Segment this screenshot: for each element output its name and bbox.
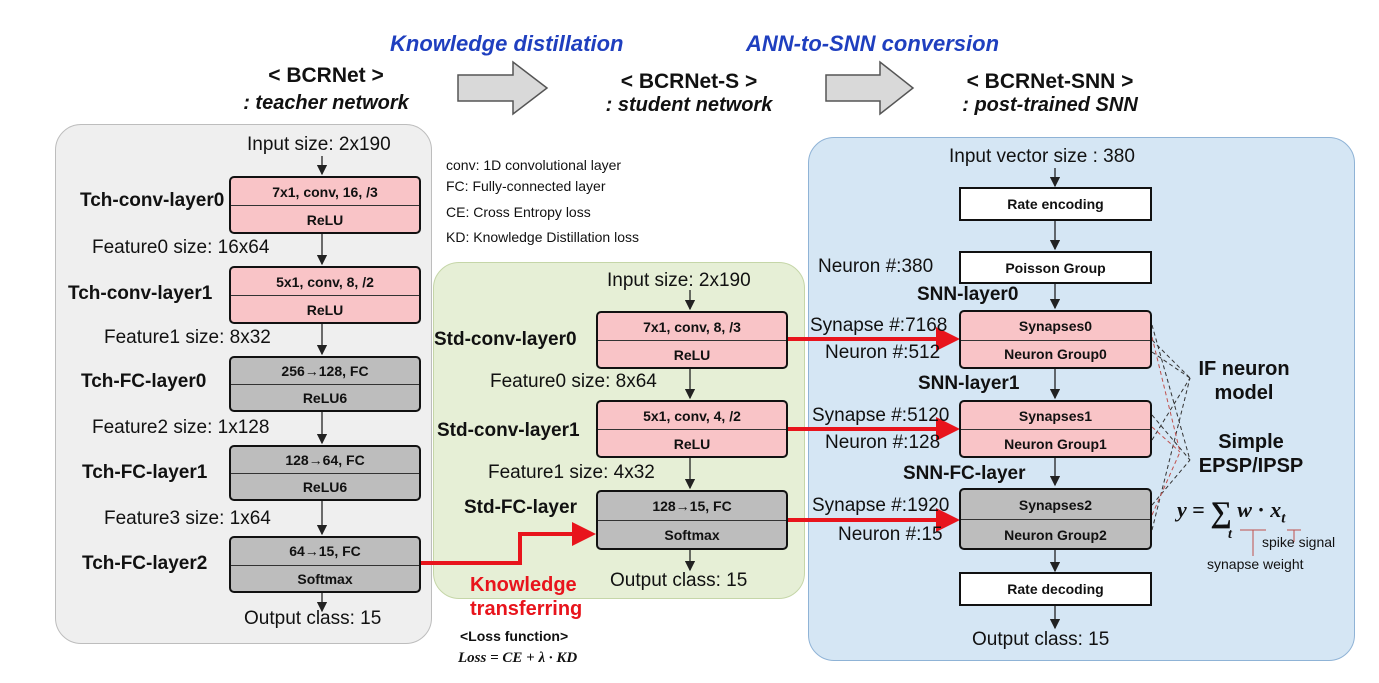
- legend-item: KD: Knowledge Distillation loss: [446, 229, 639, 245]
- loss-formula: Loss = CE + λ · KD: [458, 650, 578, 666]
- poisson-neuron-count: Neuron #:380: [818, 256, 934, 277]
- spike-signal-label: spike signal: [1262, 534, 1336, 550]
- neuron-count: Neuron #:512: [825, 342, 941, 363]
- snn-net-name: < BCRNet-SNN >: [966, 70, 1134, 93]
- synapse-count: Synapse #:7168: [810, 315, 948, 336]
- snn-input-size: Input vector size : 380: [949, 146, 1135, 167]
- conversion-block-arrow: [825, 60, 915, 116]
- loss-function-label: <Loss function>: [460, 628, 569, 644]
- teacher-layer-name: Tch-FC-layer0: [81, 371, 207, 392]
- snn-net-subtitle: : post-trained SNN: [962, 94, 1138, 116]
- teacher-input-size: Input size: 2x190: [247, 134, 391, 155]
- synapse-count: Synapse #:5120: [812, 405, 950, 426]
- knowledge-transferring-label: Knowledge transferring: [470, 574, 583, 620]
- snn-layer-name: SNN-layer1: [918, 373, 1020, 394]
- synapse-weight-label: synapse weight: [1207, 556, 1304, 572]
- kd-block-arrow: [457, 60, 549, 116]
- student-layer-name: Std-FC-layer: [464, 497, 577, 518]
- rate-decoding-box: Rate decoding: [959, 572, 1152, 606]
- neuron-count: Neuron #:128: [825, 432, 941, 453]
- legend-item: conv: 1D convolutional layer: [446, 157, 622, 173]
- student-input-size: Input size: 2x190: [607, 270, 751, 291]
- feature-size-label: Feature0 size: 16x64: [92, 237, 270, 258]
- feature-size-label: Feature1 size: 4x32: [488, 462, 655, 483]
- legend-item: CE: Cross Entropy loss: [446, 204, 591, 220]
- student-layer-name: Std-conv-layer1: [437, 420, 580, 441]
- snn-output-class: Output class: 15: [972, 629, 1110, 650]
- synapse-count: Synapse #:1920: [812, 495, 950, 516]
- student-net-name: < BCRNet-S >: [620, 70, 758, 93]
- equation-sum-index: t: [1228, 527, 1232, 542]
- snn-layer-name: SNN-layer0: [917, 284, 1019, 305]
- epsp-ipsp-label: Simple EPSP/IPSP: [1198, 431, 1304, 477]
- student-output-class: Output class: 15: [610, 570, 748, 591]
- neuron-count: Neuron #:15: [838, 524, 943, 545]
- student-net-subtitle: : student network: [605, 94, 773, 116]
- student-layer-name: Std-conv-layer0: [434, 329, 577, 350]
- teacher-layer-name: Tch-conv-layer1: [68, 283, 213, 304]
- teacher-layer-name: Tch-FC-layer2: [82, 553, 208, 574]
- knowledge-transfer-arrow: [419, 522, 596, 565]
- rate-encoding-box: Rate encoding: [959, 187, 1152, 221]
- teacher-net-subtitle: : teacher network: [243, 92, 409, 114]
- teacher-layer-name: Tch-conv-layer0: [80, 190, 225, 211]
- conversion-title: ANN-to-SNN conversion: [746, 31, 1000, 56]
- snn-layer-name: SNN-FC-layer: [903, 463, 1026, 484]
- kd-title: Knowledge distillation: [390, 31, 624, 56]
- epsp-equation: y = ∑ w · xt: [1177, 496, 1286, 529]
- feature-size-label: Feature0 size: 8x64: [490, 371, 657, 392]
- feature-size-label: Feature3 size: 1x64: [104, 508, 271, 529]
- poisson-group-box: Poisson Group: [959, 251, 1152, 284]
- teacher-net-name: < BCRNet >: [268, 64, 384, 87]
- teacher-layer-name: Tch-FC-layer1: [82, 462, 208, 483]
- legend-item: FC: Fully-connected layer: [446, 178, 606, 194]
- if-neuron-model-label: IF neuron model: [1198, 358, 1290, 404]
- teacher-output-class: Output class: 15: [244, 608, 382, 629]
- feature-size-label: Feature2 size: 1x128: [92, 417, 270, 438]
- snn-panel: [808, 137, 1355, 661]
- feature-size-label: Feature1 size: 8x32: [104, 327, 271, 348]
